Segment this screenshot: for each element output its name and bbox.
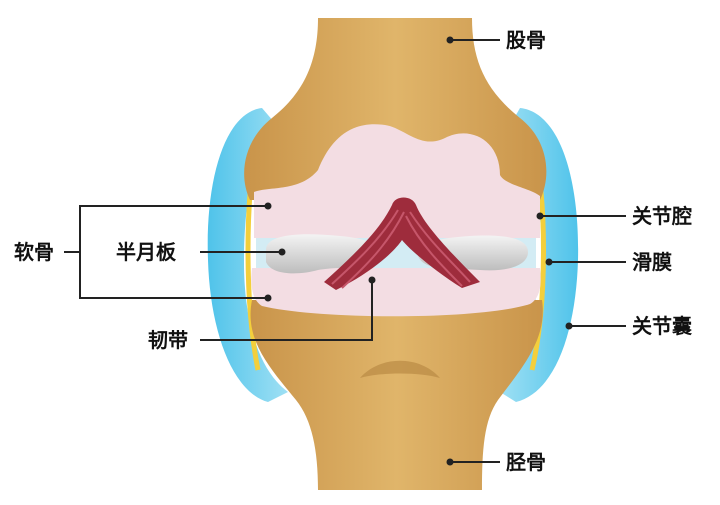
leader-lines — [64, 39, 626, 463]
label-cartilage: 软骨 — [14, 240, 54, 264]
label-tibia: 胫骨 — [506, 450, 546, 474]
femur-cartilage — [254, 124, 540, 238]
label-joint-cavity: 关节腔 — [632, 204, 692, 228]
tibia-cartilage — [251, 268, 541, 317]
label-femur: 股骨 — [506, 28, 546, 52]
leader-ligament — [200, 280, 373, 341]
tibia-shading — [360, 360, 440, 378]
ligament-fibers — [331, 209, 471, 289]
label-joint-capsule: 关节囊 — [632, 314, 692, 338]
label-meniscus: 半月板 — [116, 240, 177, 264]
tibia-bone — [250, 300, 543, 490]
label-ligament: 韧带 — [148, 328, 188, 352]
leader-dots — [264, 36, 573, 466]
joint-capsule-right — [500, 108, 579, 402]
joint-capsule-left — [207, 108, 288, 402]
label-synovium: 滑膜 — [632, 250, 672, 274]
